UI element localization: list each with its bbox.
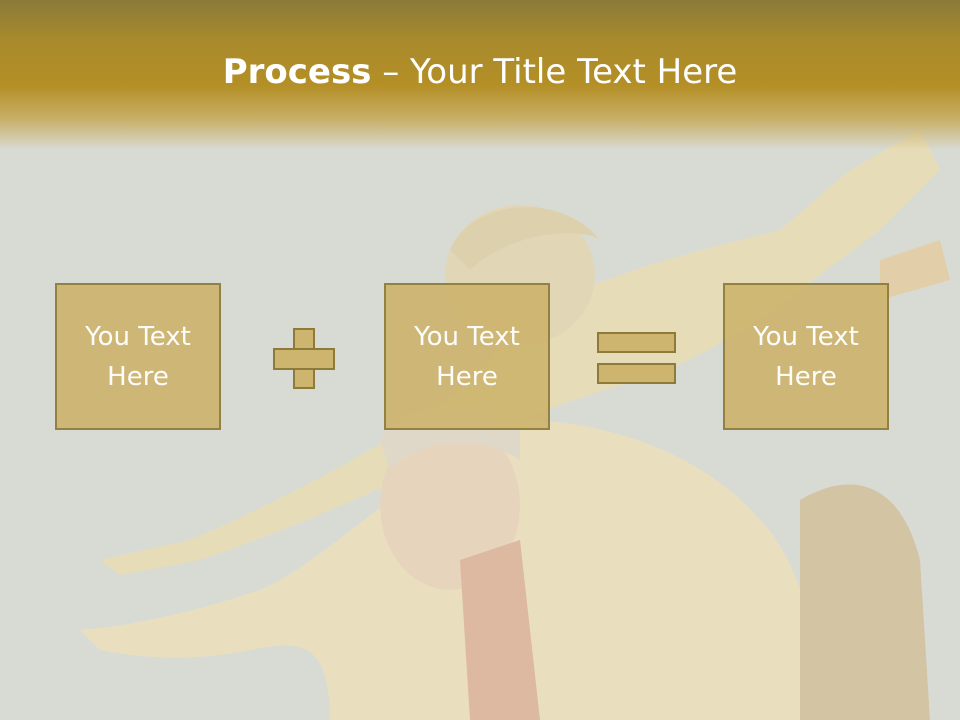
process-box-2-line2: Here <box>436 361 498 392</box>
title-bold: Process <box>222 52 372 92</box>
equals-icon-bottom-bar <box>597 363 676 384</box>
process-box-3-line2: Here <box>775 361 837 392</box>
process-box-1-text: You Text Here <box>63 317 213 397</box>
title-rest: – Your Title Text Here <box>371 52 738 92</box>
process-box-3[interactable]: You Text Here <box>723 283 889 430</box>
plus-icon <box>273 328 335 389</box>
process-box-3-line1: You Text <box>753 321 859 352</box>
process-box-1[interactable]: You Text Here <box>55 283 221 430</box>
equals-icon <box>597 332 676 384</box>
process-box-1-line2: Here <box>107 361 169 392</box>
process-box-1-line1: You Text <box>85 321 191 352</box>
process-box-3-text: You Text Here <box>731 317 881 397</box>
process-box-2[interactable]: You Text Here <box>384 283 550 430</box>
header-band <box>0 0 960 150</box>
plus-icon-center <box>295 350 313 368</box>
equals-icon-top-bar <box>597 332 676 353</box>
process-box-2-text: You Text Here <box>392 317 542 397</box>
process-box-2-line1: You Text <box>414 321 520 352</box>
slide-title: Process – Your Title Text Here <box>0 52 960 92</box>
